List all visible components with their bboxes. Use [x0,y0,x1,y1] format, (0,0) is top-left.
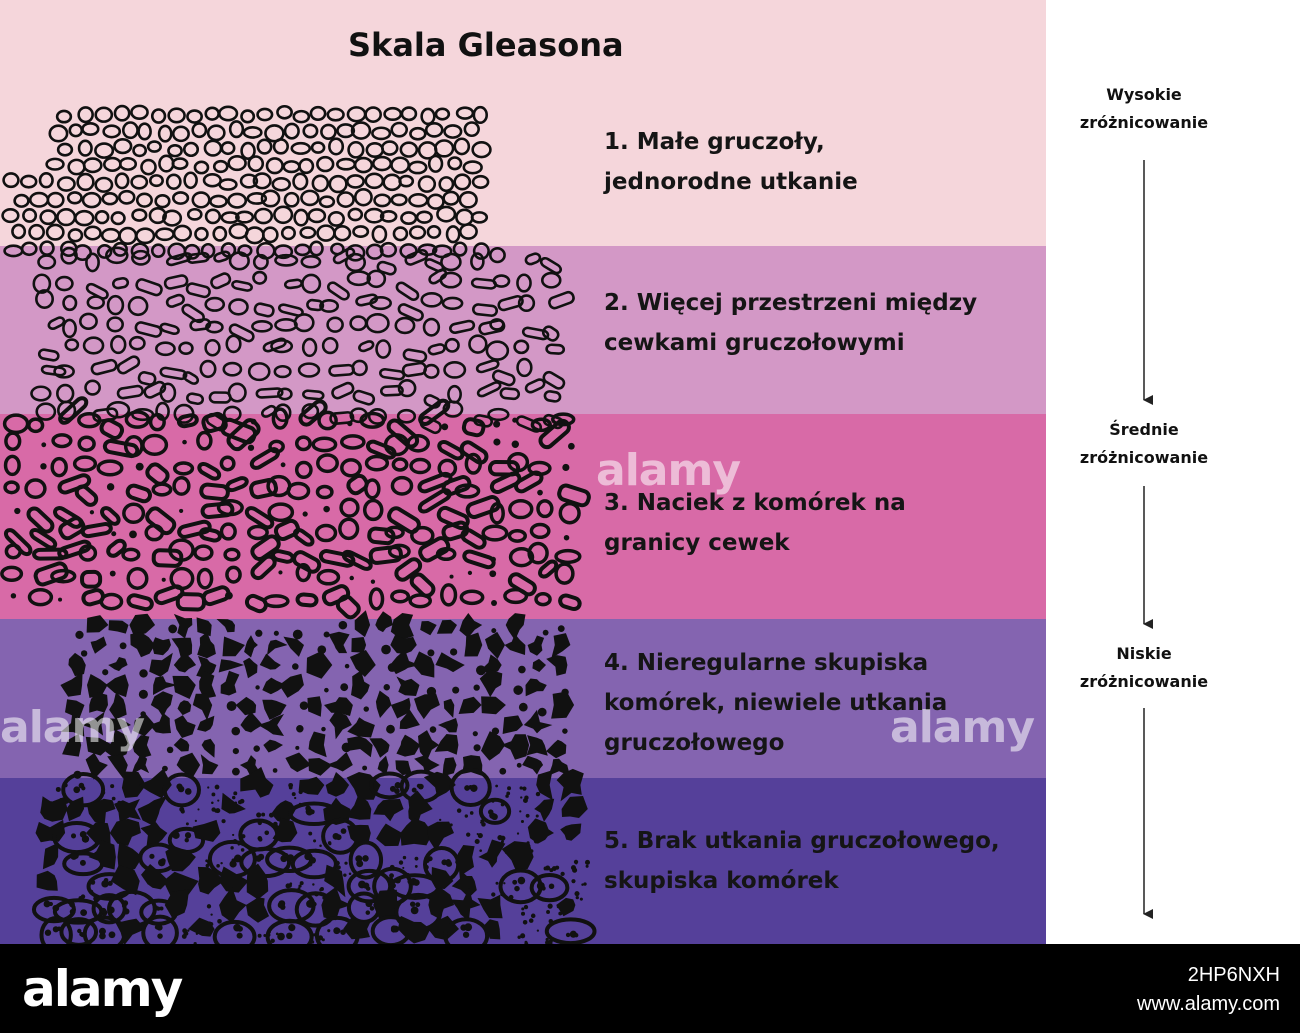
grade-1-line-2: jednorodne utkanie [604,169,858,195]
grade-3-label: 3. Naciek z komórek na granicy cewek [604,483,906,563]
grade-2-line-1: 2. Więcej przestrzeni między [604,290,978,316]
stock-footer: alamy 2HP6NXH www.alamy.com [0,944,1300,1033]
grade-4-line-3: gruczołowego [604,730,785,756]
watermark-right: alamy [890,702,1035,753]
grade-2-line-2: cewkami gruczołowymi [604,330,905,356]
footer-image-id: 2HP6NXH [1187,964,1280,986]
watermark-center: alamy [596,445,741,496]
footer-logo: alamy [22,960,183,1018]
grade-5-label: 5. Brak utkania gruczołowego, skupiska k… [604,821,1000,901]
diagram-canvas: Skala Gleasona 1. Małe gruczoły, jednoro… [0,0,1300,944]
scale-label-medium-line-2: zróżnicowanie [1079,448,1209,467]
grade-3-line-1: 3. Naciek z komórek na [604,490,906,516]
scale-label-medium-line-1: Średnie [1109,420,1179,439]
grade-1-label: 1. Małe gruczoły, jednorodne utkanie [604,122,858,202]
scale-label-high-line-1: Wysokie [1106,85,1182,104]
scale-label-low-line-1: Niskie [1116,644,1172,663]
grade-3-line-2: granicy cewek [604,530,790,556]
grade-4-label: 4. Nieregularne skupiska komórek, niewie… [604,643,947,763]
watermark-left: alamy [0,702,145,753]
grade-2-label: 2. Więcej przestrzeni między cewkami gru… [604,283,977,363]
scale-label-medium: Średnie zróżnicowanie [1074,416,1214,472]
grade-4-line-1: 4. Nieregularne skupiska [604,650,929,676]
scale-label-high: Wysokie zróżnicowanie [1074,81,1214,137]
scale-label-high-line-2: zróżnicowanie [1079,113,1209,132]
differentiation-arrows [1143,160,1153,919]
footer-url: www.alamy.com [1137,993,1280,1015]
tissue-illustration [0,104,597,944]
scale-label-low: Niskie zróżnicowanie [1074,640,1214,696]
scale-label-low-line-2: zróżnicowanie [1079,672,1209,691]
grade-5-line-1: 5. Brak utkania gruczołowego, [604,828,1000,854]
grade-4-line-2: komórek, niewiele utkania [604,690,948,716]
grade-1-line-1: 1. Małe gruczoły, [604,129,825,155]
grade-5-line-2: skupiska komórek [604,868,839,894]
diagram-title: Skala Gleasona [348,26,624,64]
